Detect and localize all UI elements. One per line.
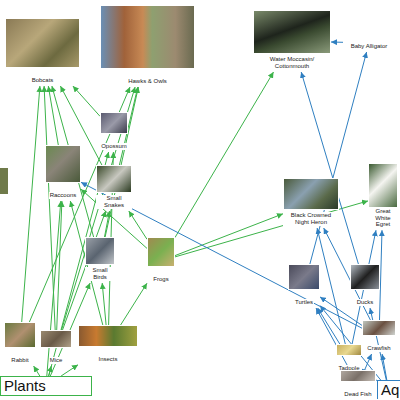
organism-node: Great White Egret	[368, 163, 398, 230]
organism-photo	[362, 320, 396, 336]
food-arrow	[318, 308, 340, 344]
food-arrow	[102, 283, 106, 325]
organism-node: Water Moccasin/ Cottonmouth	[253, 10, 331, 72]
organism-node: Bobcats	[5, 18, 80, 86]
food-arrow	[105, 87, 138, 237]
food-arrow	[73, 86, 100, 116]
organism-node: Raccoons	[45, 145, 81, 201]
organism-label: Insects	[97, 356, 118, 363]
organism-node: Opossum	[100, 112, 128, 152]
organism-label: Water Moccasin/ Cottonmouth	[253, 56, 331, 69]
food-arrow	[331, 42, 343, 43]
organism-photo	[4, 322, 36, 348]
organism-node: Frogs	[147, 237, 175, 285]
organism-node: Dead Fish	[340, 370, 376, 400]
food-arrow	[44, 86, 55, 330]
organism-photo	[40, 330, 72, 348]
food-arrow	[382, 354, 387, 380]
group-box: Aq	[377, 380, 400, 399]
group-label: Aq	[378, 381, 400, 399]
organism-photo	[288, 264, 320, 290]
organism-label: Bobcats	[31, 77, 55, 84]
organism-label: Black Crowned Night Heron	[283, 212, 339, 225]
organism-photo	[350, 264, 380, 290]
organism-label: Rabbit	[10, 357, 29, 364]
organism-photo	[283, 178, 339, 210]
organism-label: Small Birds	[85, 267, 115, 280]
organism-node: Small Snakes	[96, 165, 132, 211]
organism-label: Small Snakes	[96, 195, 132, 208]
organism-label: Turtles	[294, 299, 314, 306]
organism-photo	[78, 325, 138, 347]
food-arrow	[34, 366, 40, 376]
organism-photo	[336, 344, 362, 356]
food-arrow	[121, 283, 147, 325]
organism-photo	[96, 165, 132, 193]
organism-photo	[100, 5, 195, 69]
organism-label: Hawks & Owls	[127, 78, 168, 85]
organism-node: Small Birds	[85, 237, 115, 283]
organism-node: Ducks	[350, 264, 380, 308]
organism-label: Crawfish	[366, 345, 391, 352]
food-arrow	[316, 308, 350, 370]
organism-label: Baby Alligator	[350, 43, 389, 50]
organism-photo	[253, 10, 331, 54]
organism-label: Frogs	[152, 276, 169, 283]
food-arrow	[22, 86, 40, 322]
organism-label: Mice	[49, 357, 64, 364]
organism-photo	[45, 145, 81, 183]
food-arrow	[365, 354, 372, 370]
food-arrow	[301, 72, 358, 264]
food-arrow	[105, 211, 110, 237]
organism-photo	[85, 237, 115, 265]
organism-node: Rabbit	[4, 322, 36, 366]
food-arrow	[175, 214, 283, 256]
organism-label: Opossum	[100, 143, 128, 150]
organism-photo	[100, 112, 128, 134]
group-label: Plants	[1, 377, 49, 395]
food-arrow	[61, 365, 78, 376]
organism-node: Insects	[78, 325, 138, 365]
organism-photo	[368, 163, 398, 208]
organism-label: Raccoons	[49, 192, 78, 199]
organism-label: Great White Egret	[368, 208, 398, 228]
organism-label: Ducks	[356, 299, 375, 306]
organism-node: Mice	[40, 330, 72, 366]
food-arrow	[62, 87, 136, 330]
organism-photo	[147, 237, 175, 267]
organism-node: Hawks & Owls	[100, 5, 195, 87]
food-arrow	[317, 228, 345, 344]
organism-label: Dead Fish	[343, 391, 372, 398]
organism-node: Turtles	[288, 264, 320, 308]
organism-node: Black Crowned Night Heron	[283, 178, 339, 228]
food-arrow	[48, 86, 58, 145]
partial-photo	[0, 168, 8, 194]
organism-node: Crawfish	[362, 320, 396, 354]
organism-photo	[340, 370, 376, 382]
text-node: Baby Alligator	[343, 34, 395, 52]
food-arrow	[57, 201, 62, 330]
food-arrow	[310, 52, 367, 264]
group-box: Plants	[0, 376, 92, 396]
food-arrow	[175, 201, 368, 257]
organism-photo	[5, 18, 80, 68]
food-arrow	[175, 72, 274, 238]
